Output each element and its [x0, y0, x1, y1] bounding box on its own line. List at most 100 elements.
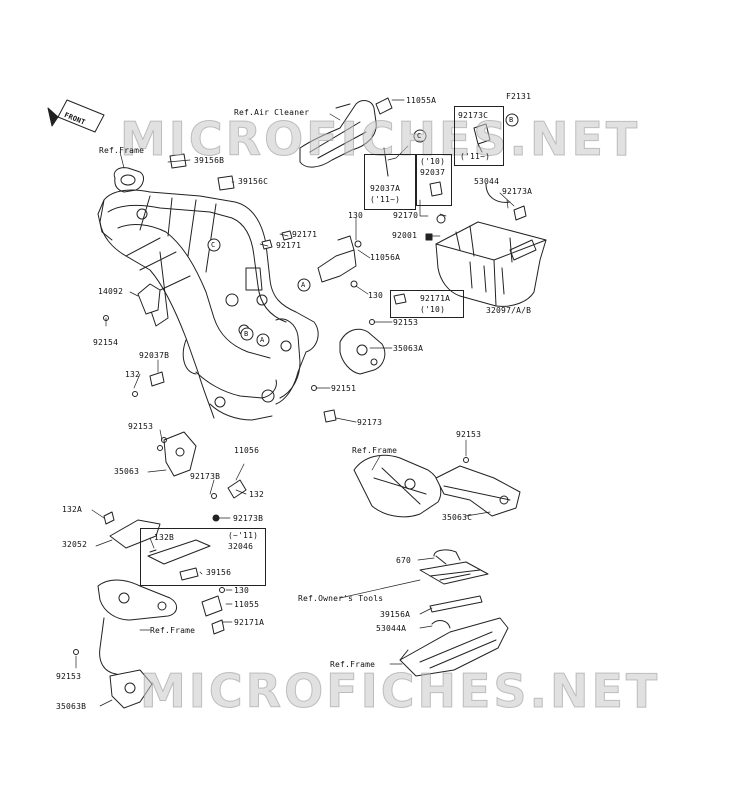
part-92037A-drawing — [383, 147, 389, 177]
part-670-drawing — [433, 549, 461, 565]
label-92173B-b: 92173B — [233, 514, 264, 523]
label-39156B: 39156B — [194, 156, 225, 165]
label-14092: 14092 — [98, 287, 124, 296]
part-35063-drawing — [163, 431, 197, 477]
part-92170-drawing — [436, 214, 446, 224]
label-92037A: 92037A — [370, 184, 401, 193]
label-132-a: 132 — [125, 370, 141, 379]
label-670: 670 — [396, 556, 412, 565]
box-32046 — [140, 528, 266, 586]
label-92153-a: 92153 — [393, 318, 419, 327]
callout-c-frame-icon — [207, 238, 221, 252]
ref-frame-top: Ref.Frame — [99, 146, 145, 155]
watermark-top: MICROFICHES.NET — [119, 112, 641, 167]
part-39156A-drawing — [429, 595, 483, 613]
label-39156: 39156 — [206, 568, 232, 577]
label-92037: 92037 — [420, 168, 446, 177]
label-92173C: 92173C — [458, 111, 489, 120]
front-arrow-icon — [47, 99, 105, 133]
label-92173A: 92173A — [502, 187, 533, 196]
part-14092-drawing — [137, 283, 161, 315]
ref-air-cleaner: Ref.Air Cleaner — [234, 108, 310, 117]
part-39156C-drawing — [217, 175, 235, 191]
label-39156A: 39156A — [380, 610, 411, 619]
ref-owners-tools: Ref.Owner's Tools — [298, 594, 384, 603]
label-92153-b: 92153 — [128, 422, 154, 431]
callout-c-top: C — [417, 132, 422, 140]
label-53044A: 53044A — [376, 624, 407, 633]
box-92173C — [454, 106, 504, 166]
part-39156-drawing — [179, 567, 199, 581]
part-35063A-drawing — [339, 328, 386, 375]
leader-lines — [75, 99, 515, 707]
label-92154: 92154 — [93, 338, 119, 347]
box-92037A — [364, 154, 416, 210]
label-130-b: 130 — [368, 291, 384, 300]
label-11056: 11056 — [234, 446, 260, 455]
label-92171A-b: 92171A — [234, 618, 265, 627]
label-32046: 32046 — [228, 542, 254, 551]
label-92170: 92170 — [393, 211, 419, 220]
label-32097AB: 32097/A/B — [486, 306, 532, 315]
label-32052: 32052 — [62, 540, 88, 549]
box-92037 — [416, 154, 452, 206]
label-92171-b: 92171 — [276, 241, 302, 250]
label-11056A: 11056A — [370, 253, 401, 262]
label-11on-a: ('11~) — [460, 152, 491, 161]
diagram-code: F2131 — [506, 92, 532, 101]
part-92173A-drawing — [513, 205, 527, 221]
label-130-a: 130 — [348, 211, 364, 220]
label-92173: 92173 — [357, 418, 383, 427]
label-132B: 132B — [154, 533, 175, 542]
callout-a-frame-icon — [256, 333, 270, 347]
tail-frame-drawing — [399, 617, 509, 677]
label-11prior: (~'11) — [228, 531, 259, 540]
part-32052-drawing — [109, 519, 161, 549]
label-92171-a: 92171 — [292, 230, 318, 239]
callout-b-top: B — [509, 116, 514, 124]
rear-frame-drawing — [353, 454, 442, 518]
label-92153-c: 92153 — [456, 430, 482, 439]
label-35063B: 35063B — [56, 702, 87, 711]
label-11055: 11055 — [234, 600, 260, 609]
label-35063A: 35063A — [393, 344, 424, 353]
part-32097-drawing — [435, 221, 547, 307]
label-92173B-a: 92173B — [190, 472, 221, 481]
box-92171A — [390, 290, 464, 318]
label-10-a: ('10) — [420, 157, 446, 166]
callout-b-top-icon — [505, 113, 519, 127]
label-35063C: 35063C — [442, 513, 473, 522]
label-132A: 132A — [62, 505, 83, 514]
part-11056A-drawing — [317, 235, 357, 283]
label-92001: 92001 — [392, 231, 418, 240]
part-92173C-drawing — [473, 123, 491, 153]
part-35063B-drawing — [109, 669, 153, 709]
ref-frame-bottom: Ref.Frame — [330, 660, 376, 669]
callout-a-right: A — [301, 281, 306, 289]
left-footpeg-bracket-drawing — [97, 579, 177, 677]
watermark-bottom: MICROFICHES.NET — [139, 664, 661, 719]
part-92001-drawing — [425, 233, 433, 241]
label-11055A: 11055A — [406, 96, 437, 105]
callout-a-right-icon — [297, 278, 311, 292]
label-11on-b: ('11~) — [370, 195, 401, 204]
main-frame-drawing — [97, 167, 319, 421]
ref-frame-mid: Ref.Frame — [352, 446, 398, 455]
label-39156C: 39156C — [238, 177, 269, 186]
label-92171A-a: 92171A — [420, 294, 451, 303]
callout-b-frame-icon — [240, 327, 254, 341]
label-10-b: ('10) — [420, 305, 446, 314]
label-92151: 92151 — [331, 384, 357, 393]
callout-b-frame: B — [244, 330, 249, 338]
callout-a-frame: A — [260, 336, 265, 344]
label-92037B: 92037B — [139, 351, 170, 360]
callout-c-top-icon — [413, 129, 427, 143]
callout-c-frame: C — [211, 241, 216, 249]
label-132-b: 132 — [249, 490, 265, 499]
part-35063C-drawing — [435, 465, 521, 517]
part-32046-drawing — [147, 539, 211, 565]
label-92153-d: 92153 — [56, 672, 82, 681]
ref-frame-low: Ref.Frame — [150, 626, 196, 635]
